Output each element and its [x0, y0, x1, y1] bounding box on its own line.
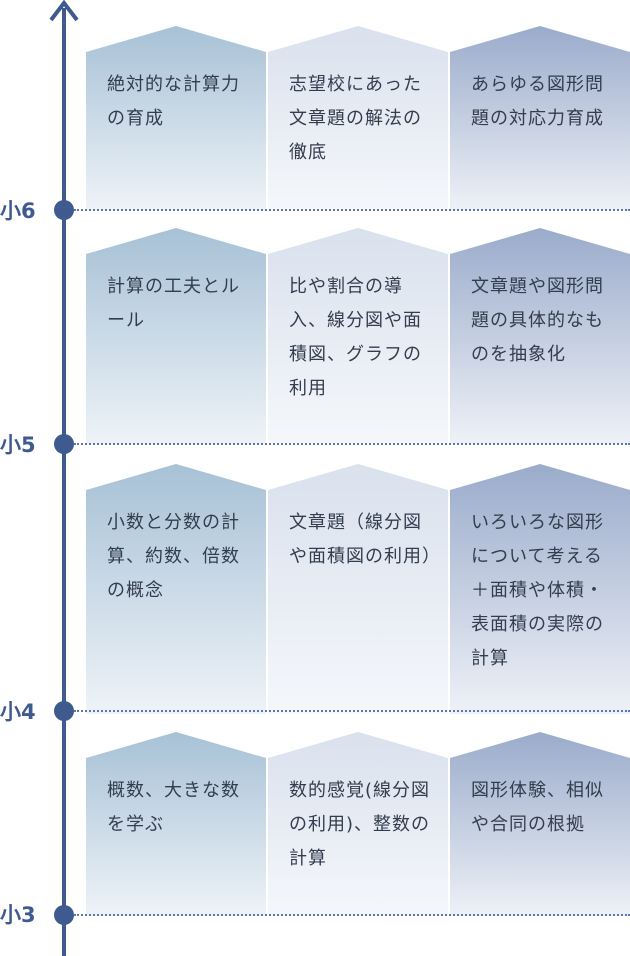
grade-label-5: 小5: [0, 433, 36, 457]
card-g4-1: 小数と分数の計算、約数、倍数の概念: [86, 464, 266, 714]
grade-divider: [74, 710, 630, 712]
grade-marker: [54, 200, 74, 220]
card-text: 文章題（線分図や面積図の利用）: [289, 512, 441, 567]
card-text: 文章題や図形問題の具体的なものを抽象化: [471, 276, 604, 365]
grade-divider: [74, 443, 630, 445]
card-text: 比や割合の導入、線分図や面積図、グラフの利用: [289, 276, 422, 399]
card-g5-1: 計算の工夫とルール: [86, 228, 266, 444]
grade-label-6: 小6: [0, 199, 36, 223]
grade-divider: [74, 914, 630, 916]
grade-label-3: 小3: [0, 903, 36, 927]
card-text: あらゆる図形問題の対応力育成: [471, 74, 604, 129]
grade-divider: [74, 209, 630, 211]
card-text: 計算の工夫とルール: [107, 276, 240, 331]
card-text: いろいろな図形について考える＋面積や体積・表面積の実際の計算: [471, 512, 604, 669]
card-g6-1: 絶対的な計算力の育成: [86, 26, 266, 210]
card-g4-2: 文章題（線分図や面積図の利用）: [268, 464, 448, 714]
grade-label-4: 小4: [0, 700, 36, 724]
card-text: 小数と分数の計算、約数、倍数の概念: [107, 512, 240, 601]
card-g3-1: 概数、大きな数を学ぶ: [86, 732, 266, 916]
grade-marker: [54, 701, 74, 721]
arrow-up-icon: [49, 0, 79, 22]
card-g3-3: 図形体験、相似や合同の根拠: [450, 732, 630, 916]
card-text: 概数、大きな数を学ぶ: [107, 780, 240, 835]
card-g5-2: 比や割合の導入、線分図や面積図、グラフの利用: [268, 228, 448, 444]
grade-marker: [54, 905, 74, 925]
card-text: 志望校にあった文章題の解法の徹底: [289, 74, 422, 163]
card-g6-2: 志望校にあった文章題の解法の徹底: [268, 26, 448, 210]
card-text: 絶対的な計算力の育成: [107, 74, 240, 129]
card-g4-3: いろいろな図形について考える＋面積や体積・表面積の実際の計算: [450, 464, 630, 714]
card-g5-3: 文章題や図形問題の具体的なものを抽象化: [450, 228, 630, 444]
timeline-axis: [62, 8, 66, 956]
card-text: 図形体験、相似や合同の根拠: [471, 780, 604, 835]
grade-marker: [54, 434, 74, 454]
card-text: 数的感覚(線分図の利用)、整数の計算: [289, 780, 431, 869]
card-g6-3: あらゆる図形問題の対応力育成: [450, 26, 630, 210]
card-g3-2: 数的感覚(線分図の利用)、整数の計算: [268, 732, 448, 916]
